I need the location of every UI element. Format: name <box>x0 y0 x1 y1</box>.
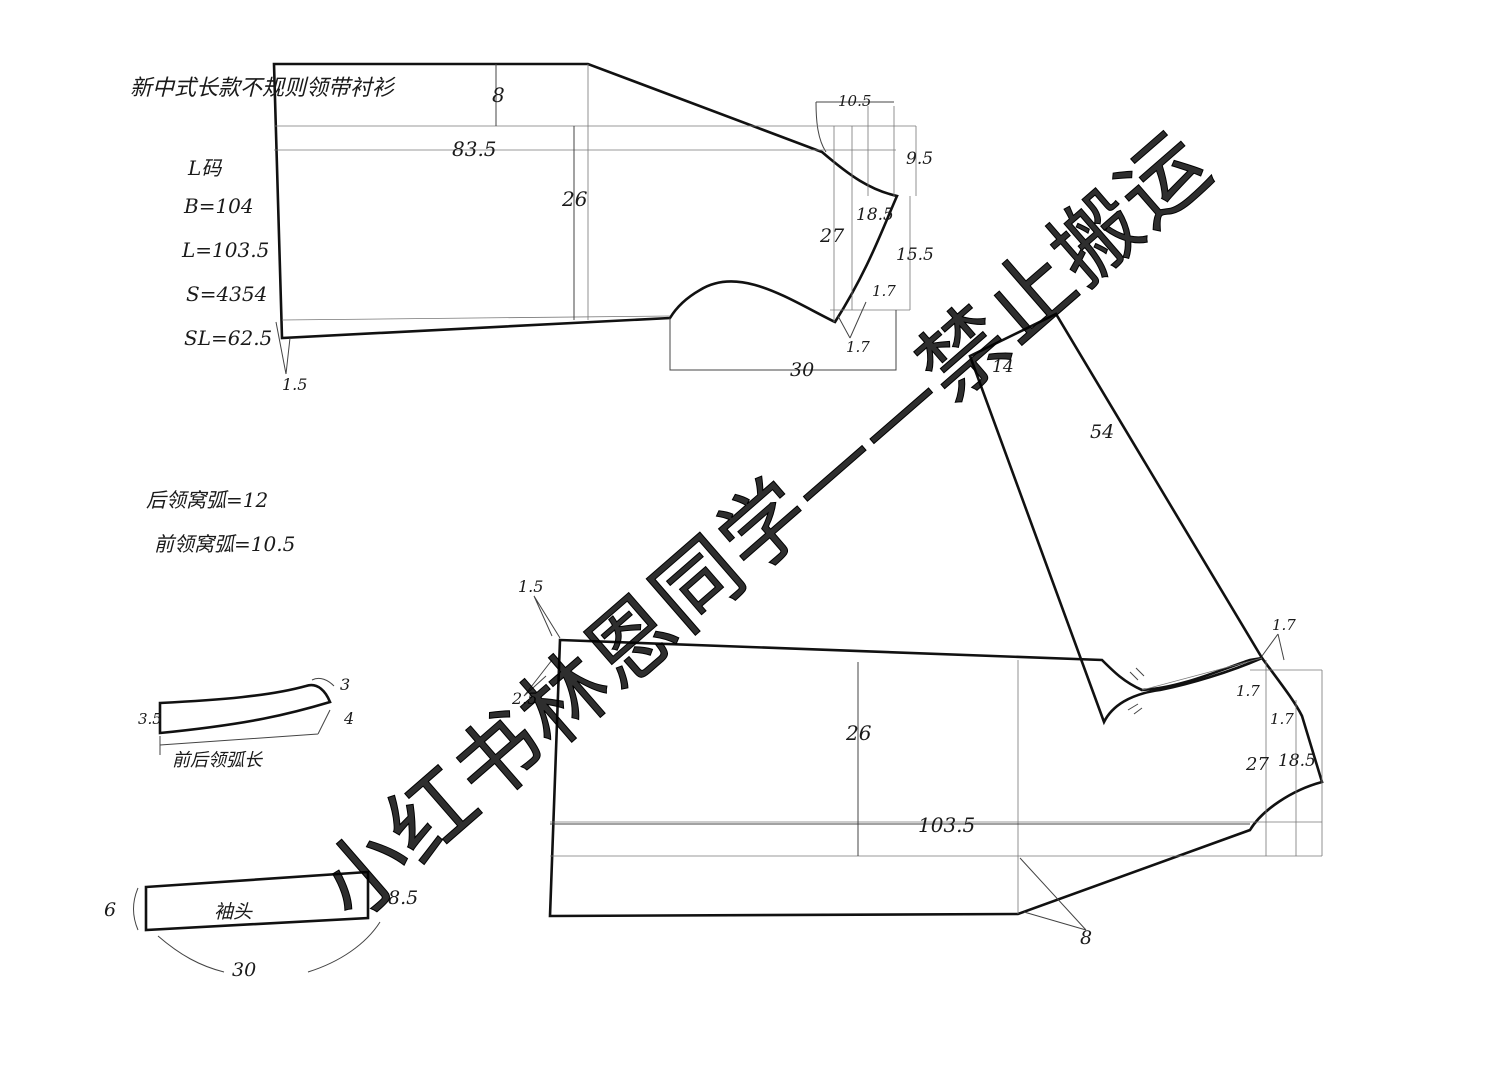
front-neck-c: 1.7 <box>1270 710 1294 728</box>
back-span: 30 <box>790 359 814 381</box>
back-side-height: 27 <box>819 225 845 247</box>
collar-strip-guide <box>159 709 331 755</box>
front-piece <box>523 312 1324 931</box>
collar-strip-guide <box>311 677 335 687</box>
front-neck-b: 1.7 <box>1236 682 1260 700</box>
front-pointer <box>1019 857 1087 931</box>
front-body-outline <box>548 638 1324 918</box>
neck-pointer <box>837 301 867 339</box>
cuff-length: 30 <box>232 959 256 981</box>
spec-shoulder: S=4354 <box>186 282 268 306</box>
front-sleeve-length: 54 <box>1090 421 1114 443</box>
back-hem-offset: 1.5 <box>282 375 307 394</box>
front-sleeve-outline <box>968 312 1264 726</box>
front-notches <box>1127 667 1145 715</box>
back-neck-height: 18.5 <box>856 205 894 225</box>
collar-strip-outline <box>158 683 332 735</box>
front-length: 103.5 <box>918 813 975 837</box>
collar-end-side: 4 <box>343 709 354 728</box>
back-small-a: 1.7 <box>872 282 896 300</box>
front-pointer <box>533 595 561 639</box>
back-side-gap: 15.5 <box>896 245 934 265</box>
cuff-piece <box>133 870 381 973</box>
collar-strip-label: 前后领弧长 <box>172 750 264 771</box>
front-top-offset: 1.5 <box>518 577 543 596</box>
note-front-neck: 前领窝弧=10.5 <box>154 532 296 556</box>
spec-size: L码 <box>188 156 222 180</box>
collar-end-top: 3 <box>340 675 350 694</box>
front-armhole-depth: 26 <box>845 721 872 745</box>
front-side-height: 27 <box>1245 754 1269 775</box>
front-guide-line <box>1141 657 1263 691</box>
back-span-guide <box>669 310 897 371</box>
cuff-height-right: 8.5 <box>388 887 418 909</box>
front-neck-height: 18.5 <box>1278 751 1316 771</box>
front-pointer <box>523 659 553 697</box>
back-neck-guide <box>815 101 827 153</box>
hem-pointer <box>275 321 291 375</box>
cuff-label: 袖头 <box>214 901 253 923</box>
collar-end-left: 3.5 <box>138 710 162 728</box>
spec-length: L=103.5 <box>182 238 270 262</box>
back-armhole-depth: 26 <box>561 187 588 211</box>
front-neck-a: 1.7 <box>1272 616 1296 634</box>
cuff-outline <box>144 870 370 932</box>
cuff-guide <box>157 935 225 973</box>
back-width: 83.5 <box>452 137 497 161</box>
back-small-b: 1.7 <box>846 338 870 356</box>
front-left-offset: 2.5 <box>511 689 537 708</box>
front-pointer <box>1261 633 1285 661</box>
cuff-height-left: 6 <box>104 899 116 921</box>
back-guide-line <box>281 315 671 321</box>
cuff-guide <box>307 921 381 973</box>
back-top-drop: 8 <box>492 83 505 107</box>
spec-sleeve: SL=62.5 <box>184 326 273 350</box>
back-piece <box>272 62 917 375</box>
front-hem-drop: 8 <box>1080 927 1092 949</box>
back-neck-drop: 9.5 <box>906 149 933 169</box>
cuff-guide <box>133 887 139 931</box>
collar-strip <box>158 677 335 755</box>
back-shoulder-width: 10.5 <box>838 92 871 110</box>
note-back-neck: 后领窝弧=12 <box>146 488 269 512</box>
front-sleeve-top: 14 <box>992 357 1014 377</box>
pattern-title: 新中式长款不规则领带衬衫 <box>130 76 395 101</box>
spec-bust: B=104 <box>184 194 254 218</box>
